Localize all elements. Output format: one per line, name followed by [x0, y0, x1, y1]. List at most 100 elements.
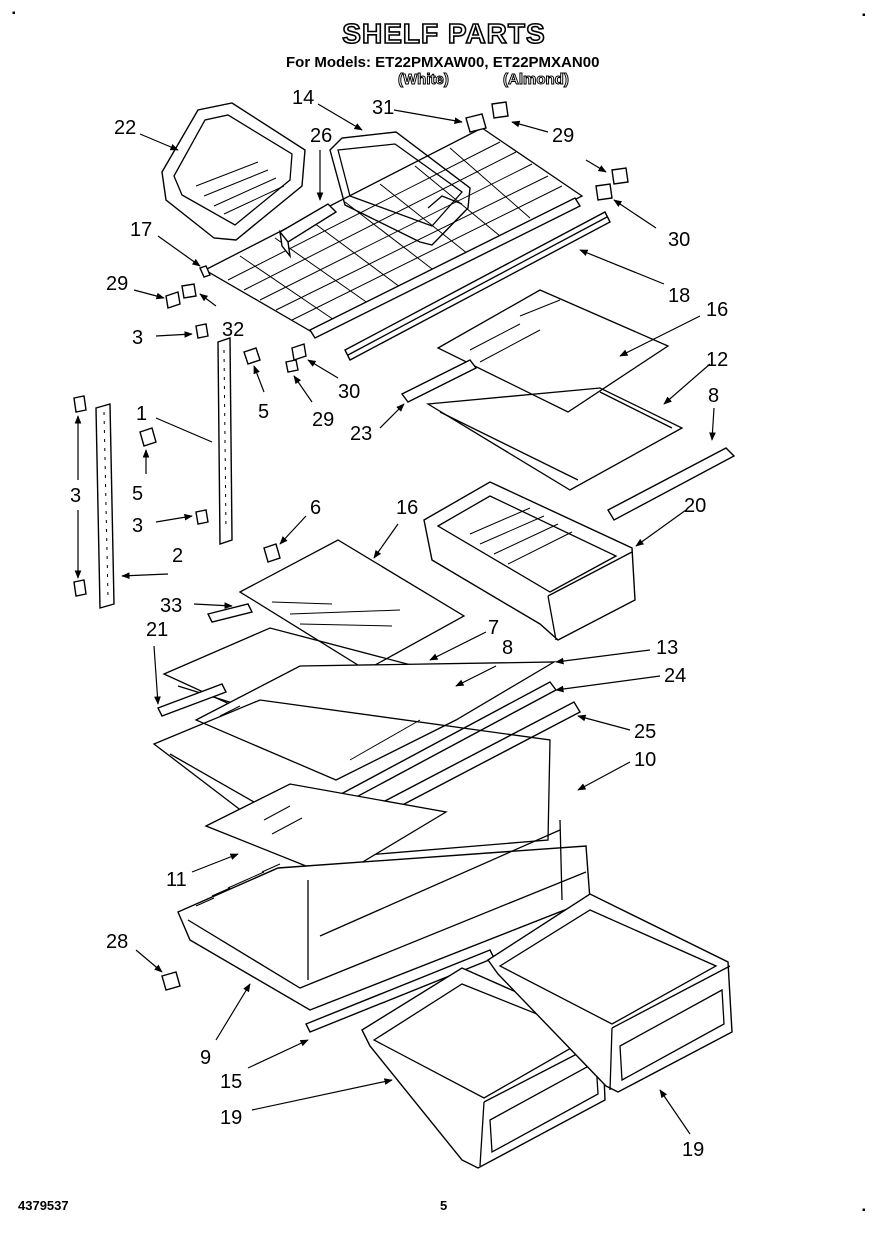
callout-9: 9 [200, 1047, 211, 1069]
part-20-deli-drawer [423, 481, 636, 641]
leader-22 [139, 133, 179, 151]
leader-6 [279, 515, 307, 545]
part-29-clip-right [611, 167, 629, 185]
leader-29-left-b [199, 293, 217, 307]
part-5-screw-upper [243, 347, 261, 365]
callout-15: 15 [220, 1071, 242, 1093]
leader-29-right [585, 159, 607, 173]
part-32-center-rail [195, 323, 233, 545]
leader-14 [317, 103, 363, 131]
callout-25: 25 [634, 721, 656, 743]
part-31-clip [465, 113, 487, 133]
leader-5-upper [253, 365, 265, 393]
callout-30-center: 30 [338, 381, 360, 403]
callout-21: 21 [146, 619, 168, 641]
callout-7: 7 [488, 617, 499, 639]
leader-30-right [613, 199, 657, 229]
corner-mark-top-right: ▪ [862, 10, 866, 21]
part-16-glass-upper [436, 289, 670, 413]
callout-3-top: 3 [132, 327, 143, 349]
callout-26: 26 [310, 125, 332, 147]
part-29-clip-left [165, 283, 197, 309]
callout-16-upper: 16 [706, 299, 728, 321]
part-17-wire-shelf [199, 127, 584, 333]
page-title: SHELF PARTS [341, 17, 546, 50]
leader-8-right [709, 407, 716, 441]
document-number: 4379537 [18, 1198, 69, 1213]
callout-8-middle: 8 [502, 637, 513, 659]
callout-32: 32 [222, 319, 244, 341]
leader-24 [555, 675, 661, 693]
leader-18 [579, 249, 665, 285]
callout-3-left: 3 [70, 485, 81, 507]
part-14-freezer-bin [329, 131, 471, 246]
callout-19-right: 19 [682, 1139, 704, 1161]
leader-28 [135, 949, 163, 973]
callout-29-left: 29 [106, 273, 128, 295]
leader-1 [155, 417, 213, 443]
leader-29-left [133, 289, 165, 300]
leader-16-upper [619, 315, 701, 357]
part-16-glass-lower [238, 539, 466, 671]
callout-31: 31 [372, 97, 394, 119]
leader-29-top [511, 120, 549, 133]
part-6-screw [263, 543, 281, 563]
callout-8-right: 8 [708, 385, 719, 407]
part-23-shelf-rail [400, 359, 478, 403]
part-11-crisper-cover [204, 783, 448, 879]
part-29-clip-upper [491, 101, 509, 119]
page-number: 5 [440, 1198, 448, 1213]
callout-11: 11 [166, 869, 187, 891]
leader-15 [247, 1039, 309, 1069]
leader-17 [157, 235, 201, 267]
part-33-rail [206, 603, 254, 623]
callout-29-center: 29 [312, 409, 334, 431]
leader-10 [577, 761, 631, 791]
corner-mark-top-left: ▪ [12, 8, 16, 19]
leader-33 [193, 602, 233, 609]
callout-3-bottom: 3 [132, 515, 143, 537]
leader-20 [635, 509, 687, 547]
part-12-shelf-frame [425, 387, 684, 491]
leader-23 [379, 403, 405, 429]
part-19-crisper-drawer-right [487, 893, 733, 1093]
callout-19-left: 19 [220, 1107, 242, 1129]
callout-28: 28 [106, 931, 128, 953]
leader-19-left [251, 1078, 393, 1111]
leader-13 [555, 649, 651, 665]
leader-3-top [155, 331, 193, 338]
leader-2 [121, 572, 169, 580]
callout-24: 24 [664, 665, 686, 687]
callout-17: 17 [130, 219, 152, 241]
callout-5-left: 5 [132, 483, 143, 505]
models-line: For Models: ET22PMXAW00, ET22PMXAN00 [286, 54, 600, 71]
leader-30-center [307, 359, 339, 379]
part-9-crisper-frame [177, 819, 591, 1011]
callout-23: 23 [350, 423, 372, 445]
leader-9 [215, 983, 251, 1041]
leader-21 [153, 645, 161, 705]
leader-8-middle [455, 665, 497, 687]
callout-5-upper: 5 [258, 401, 269, 423]
part-30-clip-center [285, 343, 307, 373]
leader-11 [191, 853, 239, 873]
callout-1: 1 [136, 403, 147, 425]
leader-29-center [293, 375, 313, 403]
callout-6: 6 [310, 497, 321, 519]
callout-16-lower: 16 [396, 497, 418, 519]
part-2-left-rail [73, 395, 115, 609]
leader-12 [663, 363, 711, 405]
leader-31 [393, 109, 463, 124]
part-22-freezer-basket [161, 102, 306, 241]
leader-16-lower [373, 523, 399, 559]
callout-2: 2 [172, 545, 183, 567]
part-21-shelf-rails [157, 683, 227, 717]
callout-29-top: 29 [552, 125, 574, 147]
part-28-clip [161, 971, 181, 991]
part-18-shelf-trim [308, 197, 611, 361]
corner-mark-bottom-right: ▪ [862, 1205, 866, 1216]
callout-18: 18 [668, 285, 690, 307]
leader-19-right [659, 1089, 691, 1135]
leader-3-bottom [155, 513, 193, 523]
